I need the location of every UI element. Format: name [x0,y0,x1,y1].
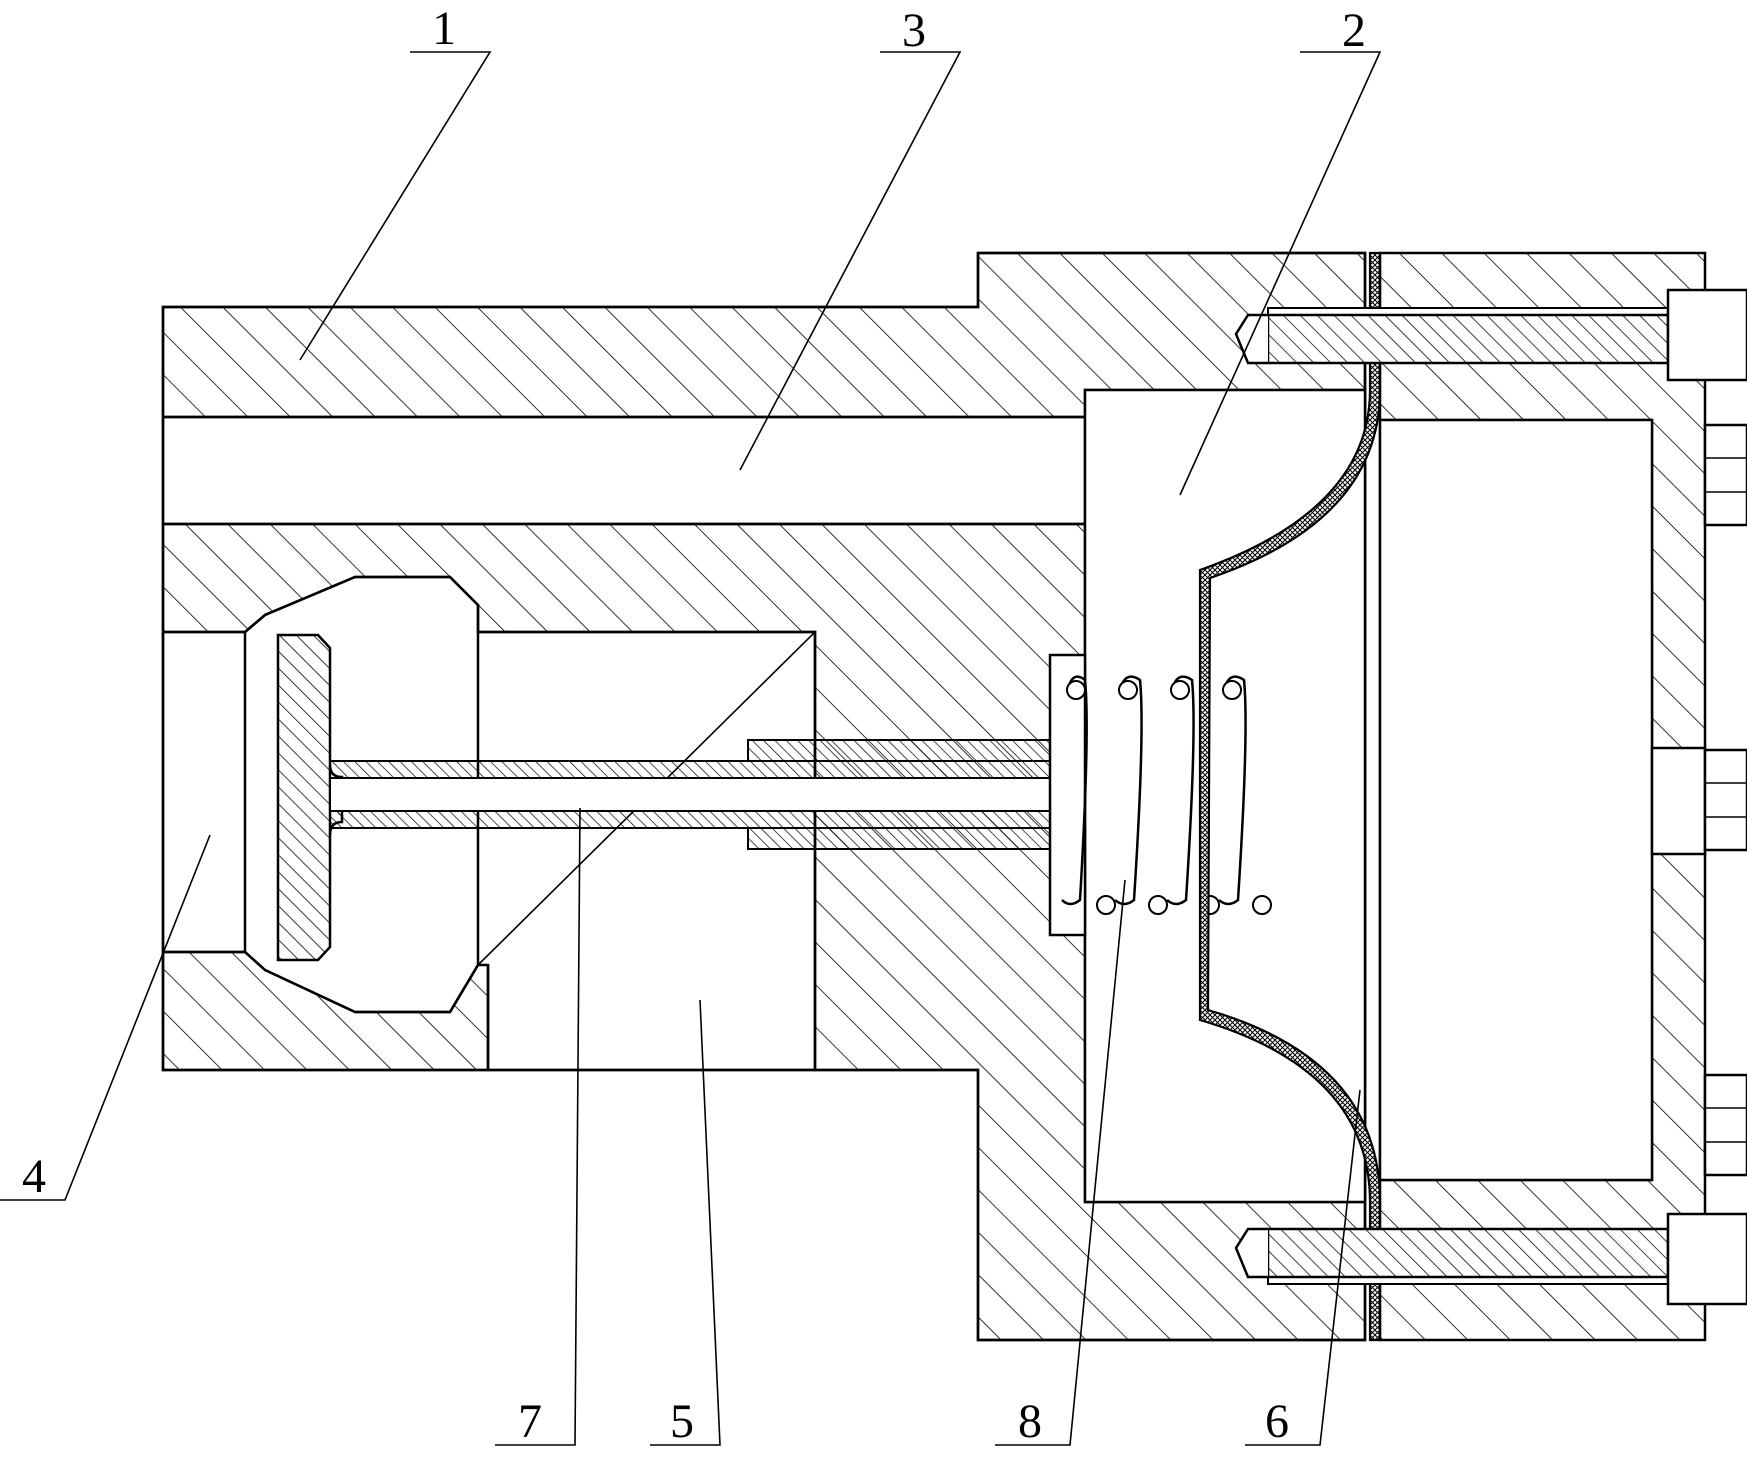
outlet-chamber [477,630,817,1070]
side-nuts [1703,423,1747,1177]
callout-labels: 1 2 3 4 5 6 7 8 [22,2,1366,1448]
inlet-port [163,630,247,954]
pressure-passage [163,415,1085,526]
callout-5: 5 [670,1395,694,1448]
cover [1378,251,1707,1342]
callout-8: 8 [1018,1395,1042,1448]
callout-1: 1 [432,2,456,55]
guide-bushing [747,739,1079,850]
callout-7: 7 [518,1395,542,1448]
callout-2: 2 [1342,4,1366,57]
return-spring [1061,675,1272,915]
callout-3: 3 [902,4,926,57]
leader-lines [0,51,1382,1446]
callout-6: 6 [1265,1395,1289,1448]
upper-bolt [1234,288,1747,382]
callout-4: 4 [22,1150,46,1203]
lower-bolt [1234,1212,1747,1306]
